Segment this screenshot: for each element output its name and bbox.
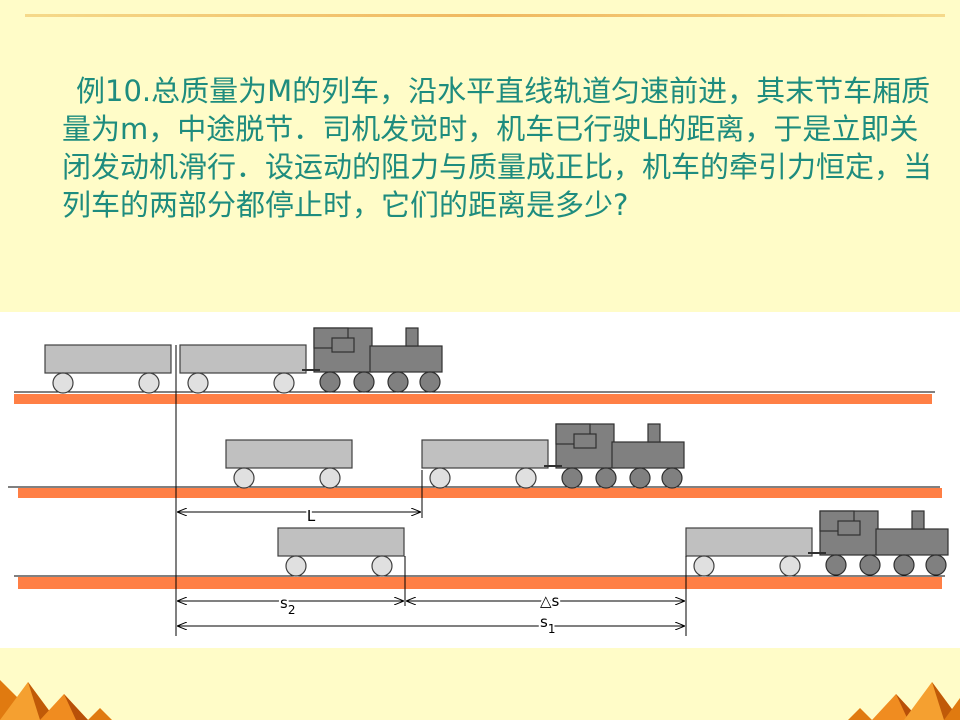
- top-rule: [25, 14, 945, 17]
- row1-wagon-front: [179, 344, 307, 394]
- problem-text: 例10.总质量为M的列车，沿水平直线轨道匀速前进，其末节车厢质量为m，中途脱节．…: [62, 74, 933, 222]
- row2-track: [8, 486, 942, 498]
- train-diagram: L s2 △s s1: [0, 312, 960, 648]
- label-s1: s1: [540, 613, 555, 636]
- row1-wagon-detached: [44, 344, 172, 394]
- label-L: L: [307, 507, 316, 525]
- row3-track: [14, 575, 945, 589]
- corner-pyramids-left: [0, 680, 112, 720]
- row3-wagon-detached: [277, 527, 405, 577]
- label-s2: s2: [280, 594, 295, 617]
- row2-wagon-front: [421, 439, 549, 489]
- row3-wagon-front: [685, 527, 813, 577]
- row2-locomotive: [543, 423, 685, 489]
- row2-wagon-detached: [225, 439, 353, 489]
- corner-pyramids-right: [848, 682, 960, 720]
- row1-locomotive: [301, 327, 443, 393]
- label-delta-s: △s: [540, 592, 560, 610]
- row1-track: [14, 391, 935, 404]
- row3-locomotive: [807, 510, 949, 576]
